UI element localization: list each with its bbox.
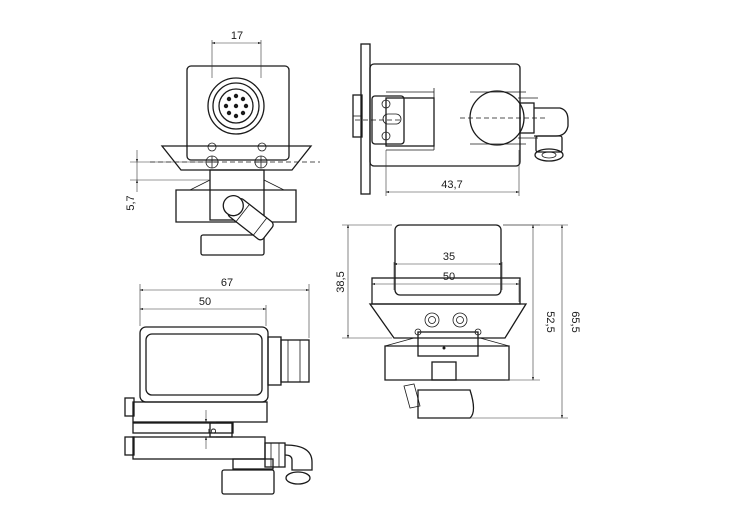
dim-17: 17 (231, 30, 243, 42)
dim-43-7: 43,7 (441, 179, 462, 191)
view-top-right: 43,7 (352, 43, 569, 196)
dim-35: 35 (443, 251, 455, 263)
dim-50-plan: 50 (199, 296, 211, 308)
dim-38-5: 38,5 (335, 271, 347, 292)
dim-65-5: 65,5 (569, 311, 581, 332)
dim-5-7: 5,7 (125, 195, 137, 210)
dim-52-5: 52,5 (544, 311, 556, 332)
dim-67: 67 (221, 277, 233, 289)
view-bottom-left: 67 50 5 (124, 277, 313, 495)
dim-50-front: 50 (443, 271, 455, 283)
connector-pins (223, 93, 249, 119)
dim-5: 5 (207, 428, 219, 434)
view-bottom-right: 35 50 38,5 52,5 65,5 (335, 224, 581, 419)
view-top-left: 17 5,7 (125, 30, 320, 256)
